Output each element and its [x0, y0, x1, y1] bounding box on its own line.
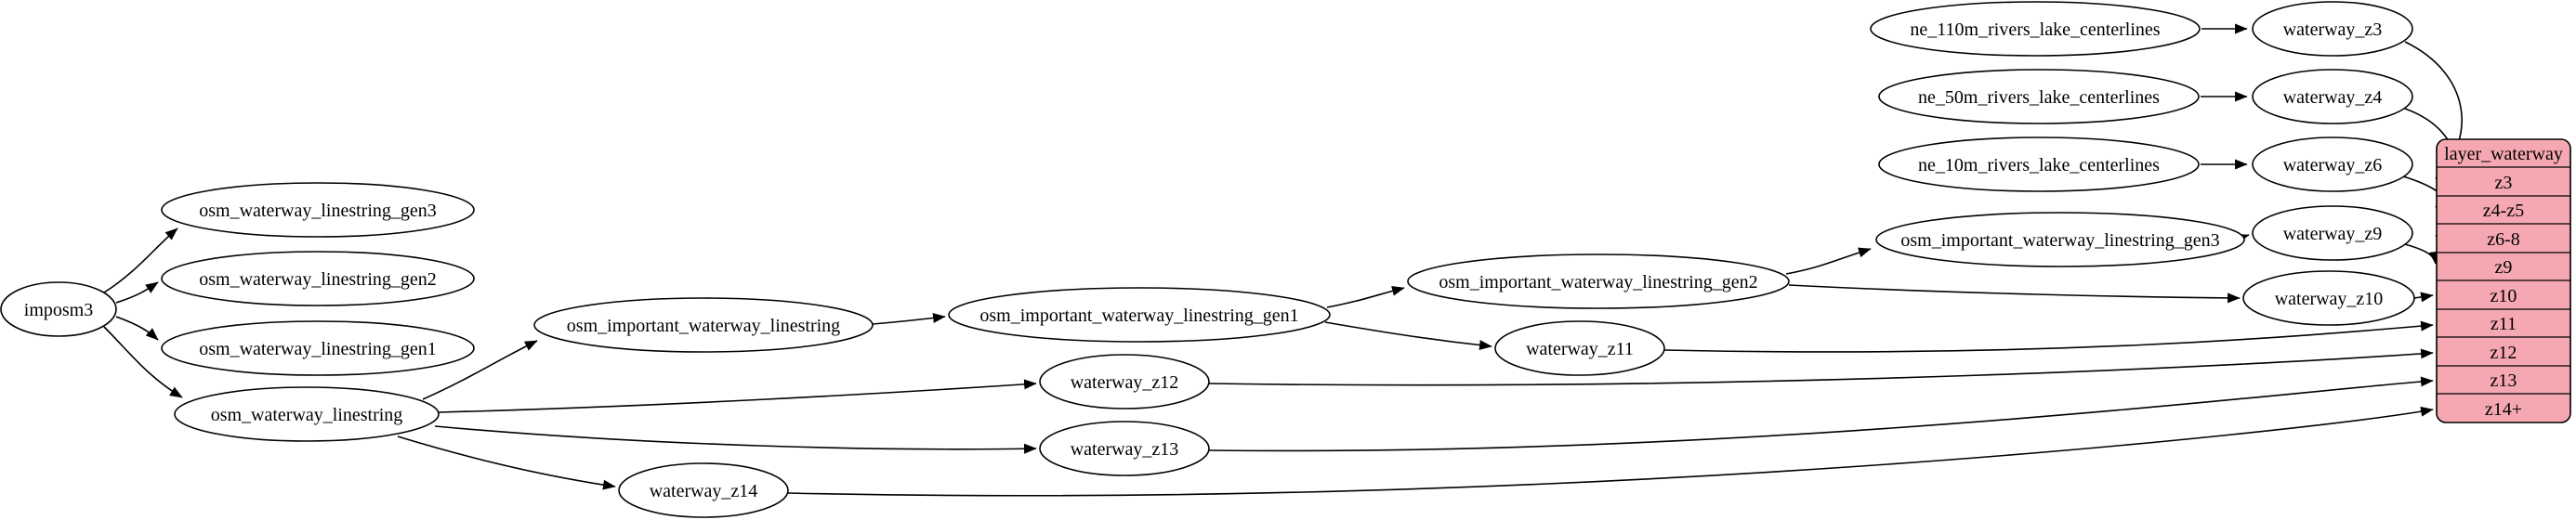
- node-label-ne_50m_rivers_lake_centerlines: ne_50m_rivers_lake_centerlines: [1918, 87, 2160, 108]
- edge-osm_important_waterway_linestring-to-gen1: [872, 312, 946, 325]
- node-waterway_z4: waterway_z4: [2252, 69, 2413, 124]
- record-row-z14plus: z14+: [2485, 399, 2522, 420]
- node-osm_waterway_linestring_gen1: osm_waterway_linestring_gen1: [161, 320, 475, 376]
- node-label-imposm3: imposm3: [24, 300, 93, 320]
- node-label-ne_110m_rivers_lake_centerlines: ne_110m_rivers_lake_centerlines: [1910, 20, 2160, 40]
- node-label-osm_waterway_linestring_gen1: osm_waterway_linestring_gen1: [199, 339, 437, 359]
- node-ne_50m_rivers_lake_centerlines: ne_50m_rivers_lake_centerlines: [1878, 69, 2200, 124]
- node-osm_important_waterway_linestring_gen2: osm_important_waterway_linestring_gen2: [1407, 254, 1790, 309]
- node-osm_important_waterway_linestring: osm_important_waterway_linestring: [533, 297, 874, 353]
- node-label-osm_important_waterway_linestring: osm_important_waterway_linestring: [567, 316, 840, 336]
- node-label-waterway_z4: waterway_z4: [2283, 87, 2383, 108]
- node-label-osm_waterway_linestring_gen3: osm_waterway_linestring_gen3: [199, 201, 437, 221]
- node-ne_10m_rivers_lake_centerlines: ne_10m_rivers_lake_centerlines: [1878, 136, 2200, 192]
- edge-osm_waterway_linestring-to-waterway_z12: [438, 379, 1037, 413]
- record-row-z4-z5: z4-z5: [2483, 201, 2524, 221]
- edges-layer: [103, 23, 2463, 497]
- node-label-osm_important_waterway_linestring_gen1: osm_important_waterway_linestring_gen1: [979, 306, 1298, 326]
- node-waterway_z10: waterway_z10: [2242, 270, 2415, 326]
- node-waterway_z14: waterway_z14: [618, 462, 789, 518]
- edge-gen1-to-gen2: [1326, 285, 1405, 308]
- node-label-waterway_z6: waterway_z6: [2283, 155, 2383, 176]
- node-label-osm_waterway_linestring_gen2: osm_waterway_linestring_gen2: [199, 269, 437, 290]
- node-label-waterway_z14: waterway_z14: [650, 481, 758, 501]
- edge-waterway_z12-to-record-z12: [1208, 348, 2434, 386]
- edge-waterway_z11-to-record-z11: [1663, 320, 2434, 353]
- record-row-z13: z13: [2491, 370, 2517, 391]
- edge-osm_waterway_linestring-to-osm_important_waterway_linestring: [422, 340, 538, 400]
- edge-gen3-to-waterway_z9: [2235, 233, 2250, 244]
- node-osm_important_waterway_linestring_gen1: osm_important_waterway_linestring_gen1: [948, 287, 1331, 343]
- record-row-z9: z9: [2495, 257, 2513, 278]
- node-osm_waterway_linestring_gen3: osm_waterway_linestring_gen3: [161, 182, 475, 238]
- edge-osm_waterway_linestring-to-waterway_z13: [434, 425, 1037, 454]
- node-label-osm_important_waterway_linestring_gen3: osm_important_waterway_linestring_gen3: [1900, 230, 2219, 251]
- node-label-osm_waterway_linestring: osm_waterway_linestring: [211, 405, 403, 425]
- node-label-waterway_z11: waterway_z11: [1526, 339, 1634, 359]
- edge-gen1-to-waterway_z11: [1324, 321, 1492, 351]
- record-row-z11: z11: [2491, 314, 2517, 334]
- node-osm_waterway_linestring_gen2: osm_waterway_linestring_gen2: [161, 251, 475, 306]
- edge-waterway_z14-to-record-z14plus: [787, 406, 2434, 497]
- node-label-waterway_z3: waterway_z3: [2283, 20, 2383, 40]
- node-label-osm_important_waterway_linestring_gen2: osm_important_waterway_linestring_gen2: [1439, 272, 1757, 292]
- record-layer_waterway: layer_waterway z3 z4-z5 z6-8 z9 z10 z11 …: [2436, 138, 2571, 423]
- edge-waterway_z9-to-record-z9: [2400, 242, 2439, 265]
- edge-waterway_z10-to-record-z10: [2413, 292, 2434, 303]
- node-label-waterway_z13: waterway_z13: [1071, 439, 1179, 460]
- edge-imposm3-to-osm_waterway_linestring: [103, 326, 183, 398]
- record-row-z3: z3: [2495, 173, 2513, 193]
- record-row-z6-8: z6-8: [2487, 229, 2520, 250]
- node-waterway_z6: waterway_z6: [2252, 136, 2413, 192]
- node-label-waterway_z10: waterway_z10: [2275, 289, 2384, 309]
- record-title: layer_waterway: [2444, 144, 2563, 164]
- node-waterway_z12: waterway_z12: [1039, 354, 1210, 410]
- nodes-layer: imposm3 osm_waterway_linestring_gen3 osm…: [0, 1, 2415, 518]
- edge-waterway_z13-to-record-z13: [1208, 376, 2434, 452]
- node-ne_110m_rivers_lake_centerlines: ne_110m_rivers_lake_centerlines: [1870, 1, 2201, 57]
- edge-osm_waterway_linestring-to-waterway_z14: [397, 436, 616, 490]
- node-label-waterway_z12: waterway_z12: [1071, 372, 1179, 393]
- node-imposm3: imposm3: [0, 281, 117, 337]
- edge-imposm3-to-osm_waterway_linestring_gen1: [115, 316, 159, 341]
- node-waterway_z13: waterway_z13: [1039, 421, 1210, 476]
- node-osm_waterway_linestring: osm_waterway_linestring: [174, 386, 440, 442]
- node-waterway_z9: waterway_z9: [2252, 205, 2413, 261]
- edge-gen2-to-gen3: [1785, 247, 1872, 275]
- node-osm_important_waterway_linestring_gen3: osm_important_waterway_linestring_gen3: [1875, 212, 2245, 267]
- record-row-z12: z12: [2491, 343, 2517, 363]
- node-waterway_z3: waterway_z3: [2252, 1, 2413, 57]
- edge-imposm3-to-osm_waterway_linestring_gen2: [115, 281, 159, 304]
- node-label-waterway_z9: waterway_z9: [2283, 224, 2383, 244]
- edge-imposm3-to-osm_waterway_linestring_gen3: [103, 228, 178, 293]
- record-row-z10: z10: [2491, 286, 2517, 306]
- edge-gen2-to-waterway_z10: [1788, 284, 2241, 304]
- node-waterway_z11: waterway_z11: [1494, 320, 1665, 376]
- node-label-ne_10m_rivers_lake_centerlines: ne_10m_rivers_lake_centerlines: [1918, 155, 2160, 176]
